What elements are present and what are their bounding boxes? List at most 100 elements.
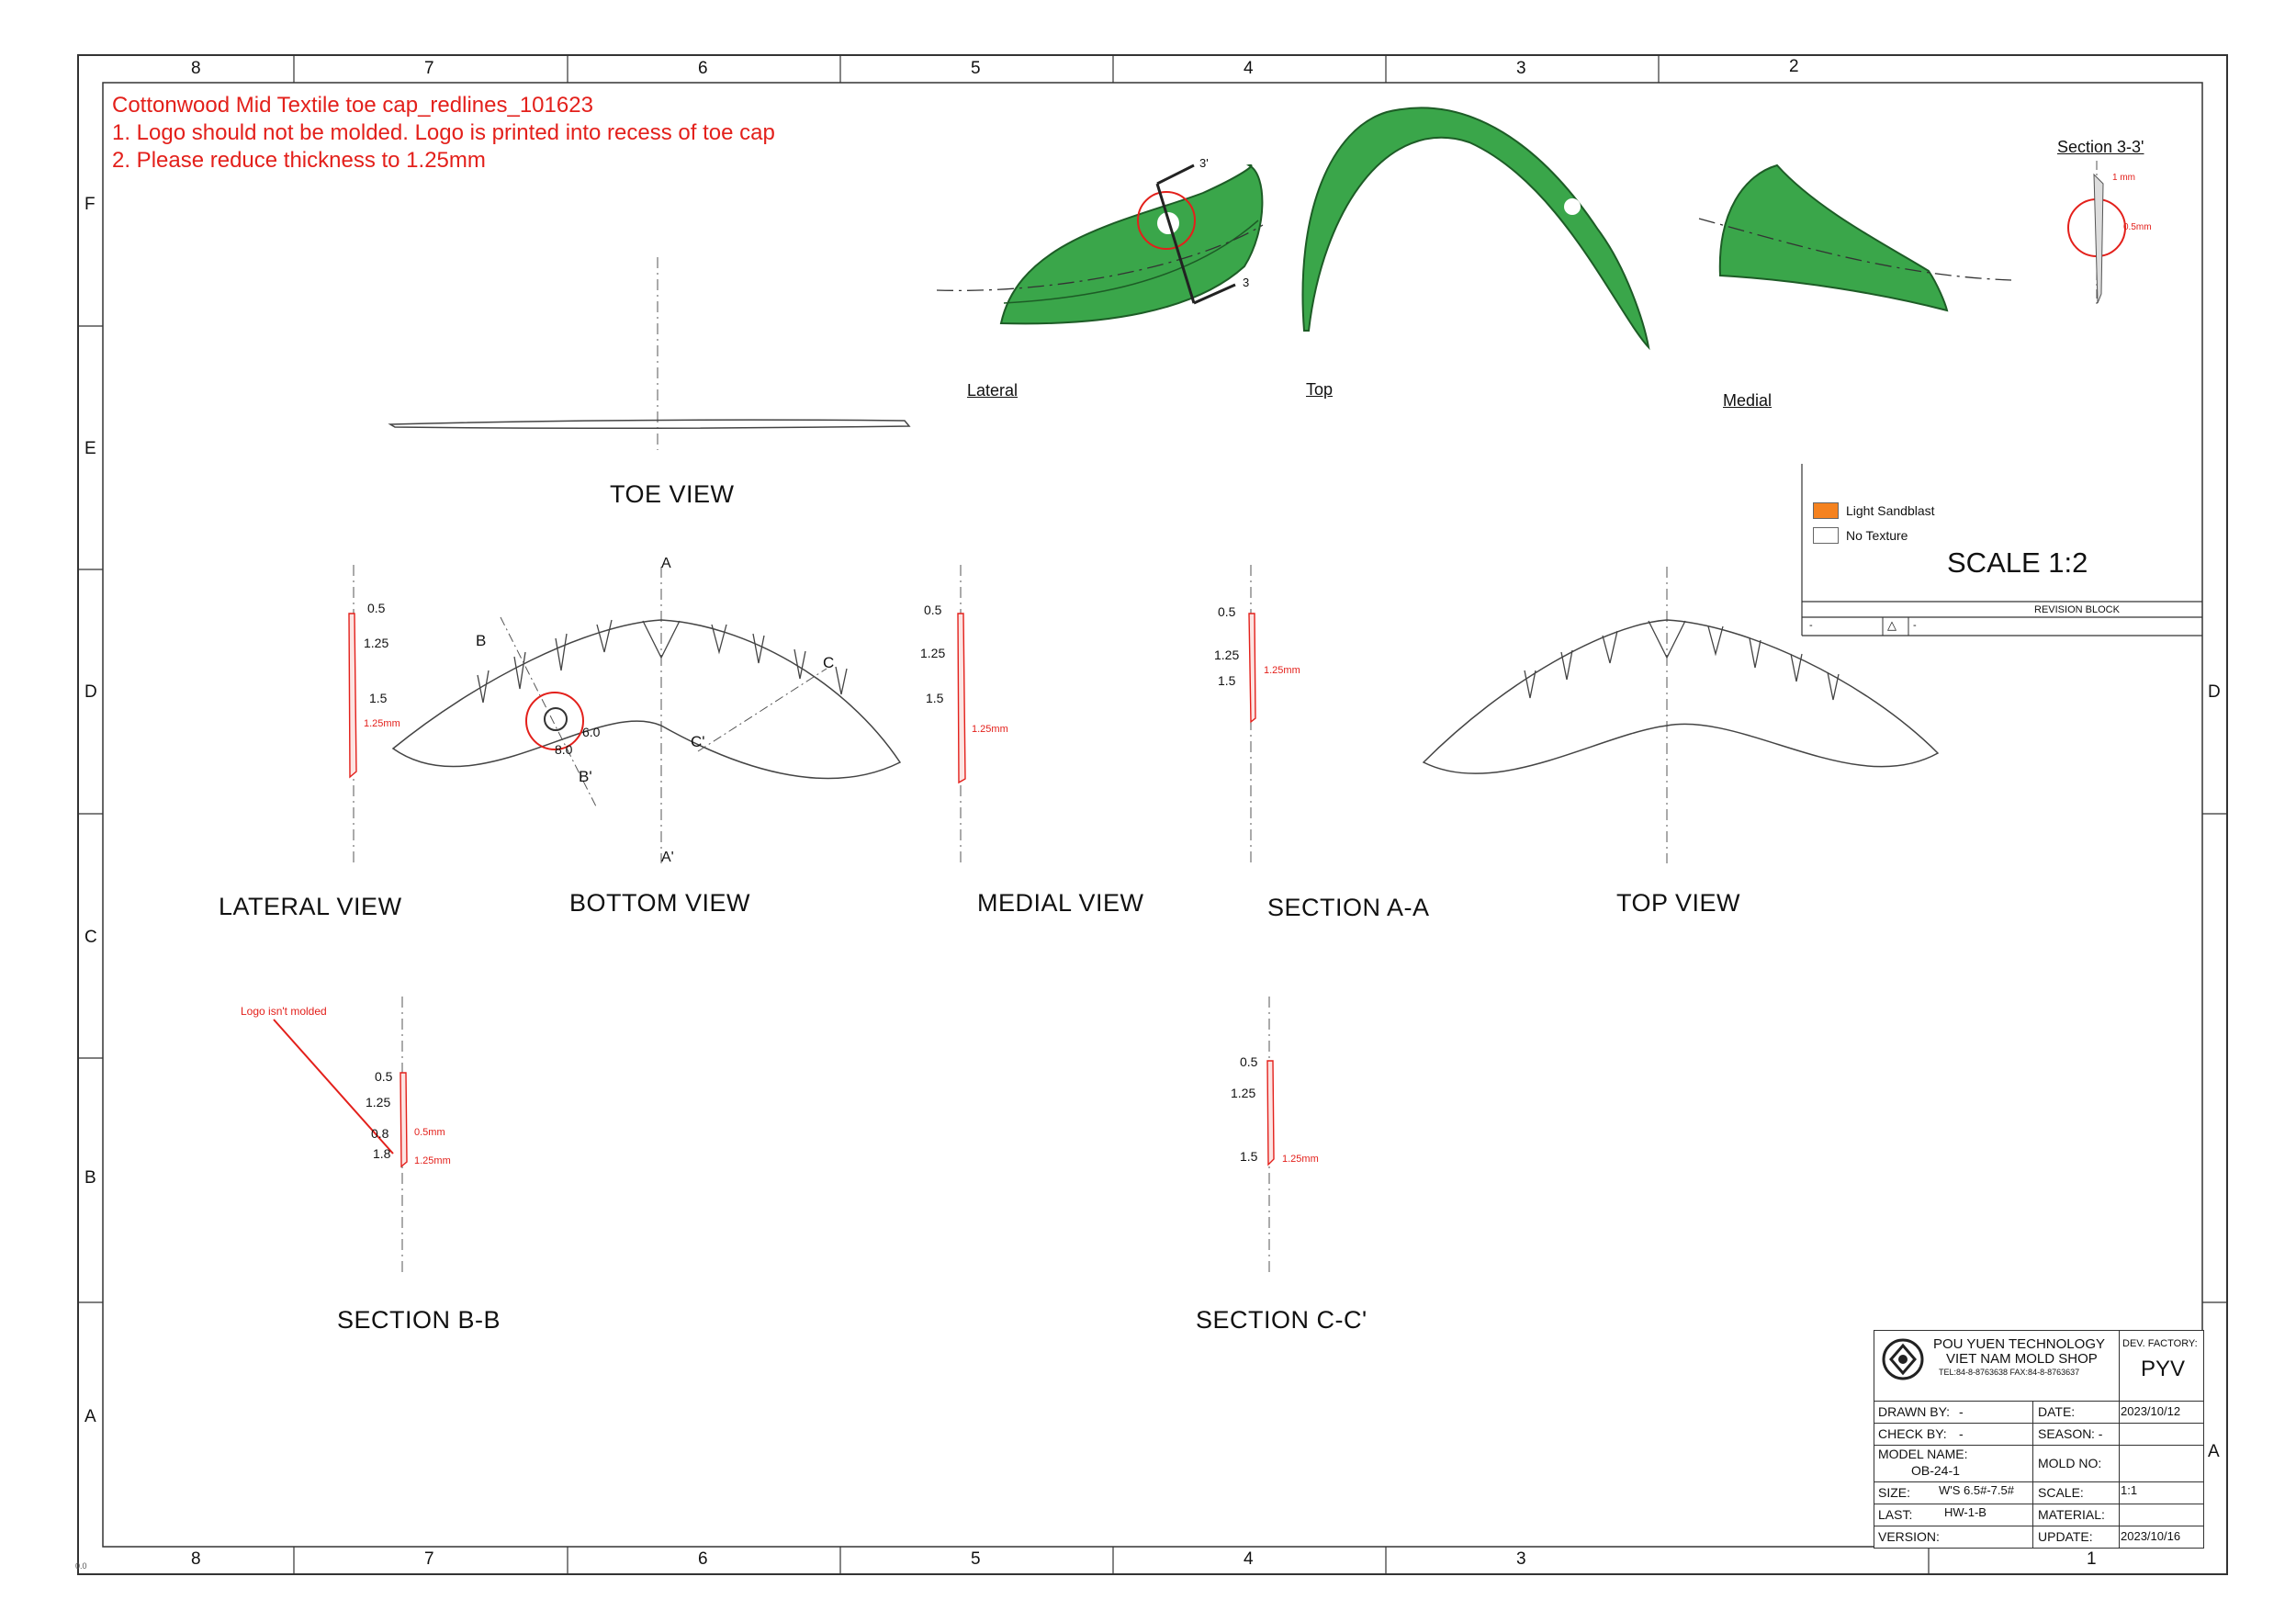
- model-name-label: MODEL NAME:: [1878, 1447, 1968, 1461]
- zone-top-2: 2: [1789, 57, 1799, 76]
- top-view-label: TOP VIEW: [1616, 889, 1741, 917]
- redline-note-1: 1. Logo should not be molded. Logo is pr…: [112, 120, 775, 145]
- mark-c-prime: C': [691, 733, 705, 750]
- toe-view-drawing: [388, 257, 911, 450]
- zone-top-5: 5: [971, 59, 981, 78]
- tb-hline-3: [1874, 1445, 2203, 1446]
- version-label: VERSION:: [1878, 1529, 1940, 1544]
- zone-top-3: 3: [1516, 59, 1526, 78]
- model-name-value: OB-24-1: [1911, 1463, 1960, 1478]
- zone-top-4: 4: [1244, 59, 1254, 78]
- update-value: 2023/10/16: [2121, 1529, 2181, 1543]
- material-label: MATERIAL:: [2038, 1507, 2105, 1522]
- medial-view-label: MEDIAL VIEW: [977, 889, 1144, 917]
- zone-top-6: 6: [698, 59, 708, 78]
- drawn-by-value: -: [1959, 1404, 1964, 1419]
- aa-dim-05: 0.5: [1218, 604, 1236, 619]
- logo-note-leader: [273, 1019, 394, 1155]
- aa-dim-125: 1.25: [1214, 648, 1240, 662]
- zone-bottom-4: 4: [1244, 1549, 1254, 1569]
- bb-redline-125: 1.25mm: [414, 1155, 451, 1166]
- zone-row-b: B: [84, 1168, 96, 1188]
- iso-medial-model: [1698, 163, 2012, 312]
- legend-light-sandblast: Light Sandblast: [1813, 502, 1935, 519]
- lat-dim-125: 1.25: [364, 636, 389, 650]
- zone-dividers: [78, 55, 2227, 1574]
- company-name-1: POU YUEN TECHNOLOGY: [1933, 1336, 2105, 1352]
- cc-dim-05: 0.5: [1240, 1054, 1258, 1069]
- s33-1mm: 1 mm: [2112, 173, 2135, 183]
- size-label: SIZE:: [1878, 1485, 1911, 1500]
- scale-label: SCALE 1:2: [1947, 546, 2088, 579]
- tb-hline-2: [1874, 1423, 2203, 1424]
- lateral-view-label: LATERAL VIEW: [219, 893, 402, 920]
- drawn-by-label: DRAWN BY:: [1878, 1404, 1951, 1419]
- dim-8: 8.0: [555, 742, 573, 757]
- iso-top-model: [1301, 107, 1650, 351]
- lat-dim-05: 0.5: [367, 601, 386, 615]
- zone-right-a: A: [2208, 1442, 2220, 1461]
- aa-dim-15: 1.5: [1218, 673, 1236, 688]
- logo-note: Logo isn't molded: [241, 1005, 327, 1018]
- corner-tag: 0.0: [75, 1561, 87, 1571]
- lat-redline: 1.25mm: [364, 718, 400, 729]
- bb-dim-08: 0.8: [371, 1126, 389, 1141]
- zone-bottom-3: 3: [1516, 1549, 1526, 1569]
- dev-factory-value: PYV: [2141, 1357, 2186, 1381]
- bb-dim-125: 1.25: [366, 1095, 391, 1109]
- legend-box: [1801, 464, 2202, 636]
- no-texture-swatch: [1813, 527, 1839, 544]
- tb-vline-1: [2119, 1331, 2120, 1548]
- zone-row-a: A: [84, 1407, 96, 1426]
- zone-bottom-7: 7: [424, 1549, 434, 1569]
- zone-row-c: C: [84, 928, 97, 947]
- title-block: POU YUEN TECHNOLOGY VIET NAM MOLD SHOP T…: [1874, 1330, 2204, 1549]
- legend-label-sandblast: Light Sandblast: [1846, 503, 1935, 518]
- sandblast-swatch: [1813, 502, 1839, 519]
- section-bb-strip: [273, 997, 408, 1277]
- last-label: LAST:: [1878, 1507, 1913, 1522]
- mark-a: A: [661, 556, 671, 571]
- cc-redline: 1.25mm: [1282, 1154, 1319, 1165]
- bb-dim-18: 1.8: [373, 1146, 391, 1161]
- redline-note-2: 2. Please reduce thickness to 1.25mm: [112, 148, 486, 173]
- revision-block-label: REVISION BLOCK: [2034, 604, 2120, 615]
- scale-field-value: 1:1: [2121, 1483, 2138, 1497]
- med-dim-125: 1.25: [920, 646, 946, 660]
- section-cc-strip: [1266, 997, 1275, 1277]
- dev-factory-label: DEV. FACTORY:: [2122, 1338, 2198, 1349]
- revision-dash-2: -: [1913, 620, 1917, 631]
- bb-redline-05: 0.5mm: [414, 1127, 445, 1138]
- zone-top-8: 8: [191, 59, 201, 78]
- iso-medial-label: Medial: [1723, 391, 1773, 410]
- scale-field-label: SCALE:: [2038, 1485, 2084, 1500]
- zone-bottom-1: 1: [2087, 1549, 2097, 1569]
- mark-b-prime: B': [579, 768, 592, 785]
- med-dim-05: 0.5: [924, 603, 942, 617]
- company-contact: TEL:84-8-8763638 FAX:84-8-8763637: [1939, 1368, 2080, 1377]
- section-cc-label: SECTION C-C': [1196, 1306, 1367, 1334]
- medial-section-strip: [957, 565, 966, 865]
- section-33-label: Section 3-3': [2057, 138, 2144, 156]
- mark-3-prime: 3': [1199, 156, 1209, 170]
- zone-bottom-5: 5: [971, 1549, 981, 1569]
- zone-bottom-6: 6: [698, 1549, 708, 1569]
- lateral-section-strip: [348, 565, 357, 865]
- inner-frame: [102, 82, 2203, 1548]
- iso-lateral-model: [936, 163, 1264, 325]
- section-aa-strip: [1248, 565, 1256, 865]
- mark-c: C: [823, 654, 835, 671]
- bottom-view-label: BOTTOM VIEW: [569, 889, 751, 917]
- zone-right-d: D: [2208, 682, 2221, 702]
- check-by-label: CHECK BY:: [1878, 1426, 1947, 1441]
- mold-no-label: MOLD NO:: [2038, 1456, 2102, 1470]
- zone-row-e: E: [84, 439, 96, 458]
- aa-redline: 1.25mm: [1264, 665, 1300, 676]
- last-value: HW-1-B: [1944, 1505, 1986, 1519]
- tb-hline-1: [1874, 1401, 2203, 1402]
- pou-yuen-logo-icon: [1882, 1338, 1924, 1380]
- date-label: DATE:: [2038, 1404, 2076, 1419]
- med-dim-15: 1.5: [926, 691, 944, 705]
- revision-delta-icon: △: [1887, 618, 1896, 632]
- cc-dim-125: 1.25: [1231, 1086, 1256, 1100]
